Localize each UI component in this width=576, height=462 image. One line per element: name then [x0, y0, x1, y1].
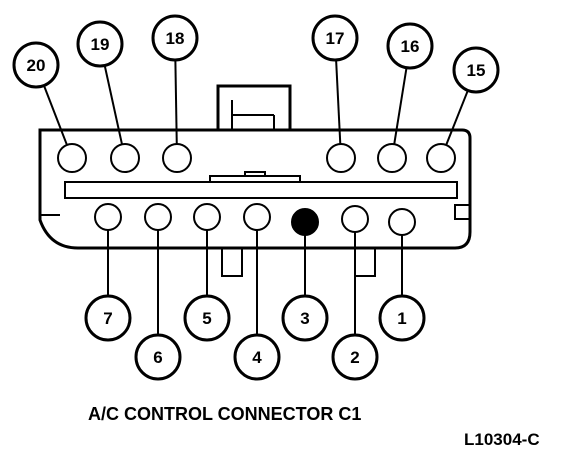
pin-number-label-16: 16	[401, 37, 420, 56]
bottom-tab-left	[221, 248, 243, 277]
pin-callout-6	[134, 333, 182, 381]
pin-callout-17	[311, 14, 359, 62]
pin-number-label-4: 4	[252, 348, 262, 367]
pin-callout-4	[233, 333, 281, 381]
bottom-row-pins	[94, 203, 416, 236]
pin-number-label-3: 3	[300, 309, 309, 328]
pin-socket-18	[162, 143, 192, 173]
pin-number-label-18: 18	[166, 29, 185, 48]
locking-tab-inner	[231, 100, 275, 130]
top-row-pins	[57, 143, 456, 173]
pin-callout-16	[386, 22, 434, 70]
pin-callout-2	[331, 333, 379, 381]
leader-line-pin-20	[43, 85, 68, 146]
pin-number-label-2: 2	[350, 348, 359, 367]
pin-socket-15	[426, 143, 456, 173]
pin-socket-3	[291, 208, 319, 236]
pin-callout-3	[281, 294, 329, 342]
pin-socket-5	[193, 203, 221, 231]
pin-number-label-7: 7	[103, 309, 112, 328]
pin-number-label-19: 19	[91, 35, 110, 54]
pin-socket-16	[377, 143, 407, 173]
pin-socket-4	[243, 203, 271, 231]
side-latch	[454, 204, 471, 220]
bottom-leader-lines	[107, 230, 403, 335]
pin-socket-20	[57, 143, 87, 173]
top-leader-lines	[43, 59, 469, 146]
pin-number-label-6: 6	[153, 348, 162, 367]
pin-socket-2	[341, 205, 369, 233]
leader-line-pin-16	[393, 67, 408, 145]
pin-socket-1	[388, 208, 416, 236]
pin-callout-5	[183, 294, 231, 342]
pin-callout-1	[378, 294, 426, 342]
pin-number-label-1: 1	[397, 309, 406, 328]
keying-bar-ridge	[209, 171, 301, 182]
pin-socket-6	[144, 203, 172, 231]
leader-line-pin-17	[335, 59, 342, 145]
pin-number-label-17: 17	[326, 29, 345, 48]
pin-callout-19	[76, 20, 124, 68]
keying-bar	[64, 181, 458, 199]
leader-line-pin-15	[445, 90, 469, 146]
figure-reference: L10304-C	[464, 430, 540, 449]
pin-number-label-15: 15	[467, 61, 486, 80]
leader-line-pin-19	[103, 65, 123, 145]
pin-callout-18	[151, 14, 199, 62]
locking-tab	[216, 84, 292, 130]
top-row-callouts: 20 19 18 17 16 15	[12, 14, 500, 94]
leader-line-pin-18	[174, 59, 178, 145]
bottom-row-callouts: 7 6 5 4 3 2 1	[84, 294, 426, 381]
pin-socket-19	[110, 143, 140, 173]
bottom-tab-right	[354, 248, 376, 277]
pin-number-label-20: 20	[27, 56, 46, 75]
pin-callout-7	[84, 294, 132, 342]
diagram-caption: A/C CONTROL CONNECTOR C1	[88, 404, 361, 424]
pin-socket-17	[326, 143, 356, 173]
pin-socket-7	[94, 203, 122, 231]
pin-number-label-5: 5	[202, 309, 211, 328]
connector-body	[38, 128, 472, 250]
pin-callout-20	[12, 41, 60, 89]
pin-callout-15	[452, 46, 500, 94]
